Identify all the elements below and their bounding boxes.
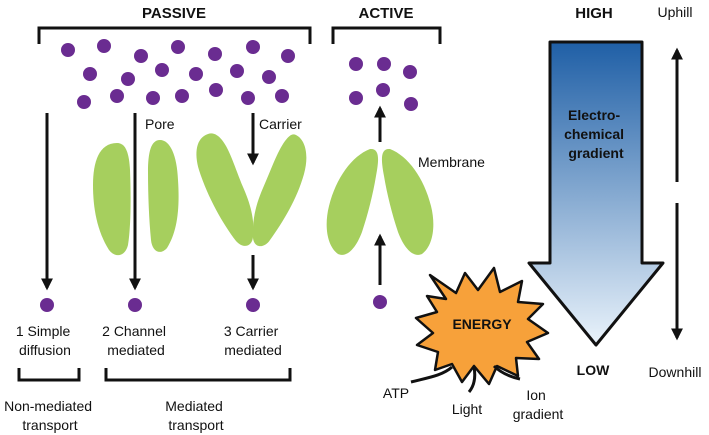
active-header: ACTIVE — [358, 5, 413, 22]
channel-protein — [93, 140, 179, 256]
energy-burst-shape — [414, 266, 550, 386]
molecule — [77, 95, 91, 109]
energy-starburst: ENERGY — [414, 266, 550, 386]
light-label: Light — [452, 401, 482, 417]
carrier-protein — [196, 133, 307, 247]
gradient-line2: chemical — [564, 126, 624, 142]
molecule — [377, 57, 391, 71]
simple-line2: diffusion — [19, 342, 71, 358]
atp-label: ATP — [383, 385, 409, 401]
active-molecules — [349, 57, 418, 111]
ion-line — [492, 364, 521, 381]
non-mediated-line1: Non-mediated — [4, 398, 92, 414]
passive-header: PASSIVE — [142, 5, 206, 22]
pore-label: Pore — [145, 116, 175, 132]
molecule — [281, 49, 295, 63]
molecule — [155, 63, 169, 77]
simple-diffusion-label: 1 Simple diffusion — [16, 323, 74, 358]
active-pump-protein — [326, 148, 434, 255]
channel-mediated-label: 2 Channel mediated — [102, 323, 170, 358]
carrier-left-lobe — [196, 133, 254, 246]
molecule — [83, 67, 97, 81]
non-mediated-bracket — [17, 368, 81, 382]
molecule — [246, 40, 260, 54]
transported-molecules — [40, 295, 387, 312]
molecule — [97, 39, 111, 53]
molecule — [349, 91, 363, 105]
active-bracket — [331, 26, 442, 44]
molecule — [189, 67, 203, 81]
molecule — [40, 298, 54, 312]
pump-left-lobe — [326, 148, 379, 255]
molecule — [241, 91, 255, 105]
carrier-label: Carrier — [259, 116, 302, 132]
molecule — [110, 89, 124, 103]
molecule — [230, 64, 244, 78]
non-mediated-label: Non-mediated transport — [4, 398, 96, 433]
mediated-label: Mediated transport — [165, 398, 226, 433]
molecule — [275, 89, 289, 103]
carrier-line1: 3 Carrier — [224, 323, 279, 339]
membrane-label: Membrane — [418, 154, 485, 170]
molecule — [373, 295, 387, 309]
molecule — [208, 47, 222, 61]
molecule — [134, 49, 148, 63]
gradient-arrow — [527, 40, 665, 347]
pump-right-lobe — [381, 148, 434, 255]
passive-molecules — [61, 39, 295, 109]
carrier-right-lobe — [252, 134, 307, 247]
gradient-line3: gradient — [568, 145, 624, 161]
molecule — [262, 70, 276, 84]
channel-line2: mediated — [107, 342, 165, 358]
molecule — [146, 91, 160, 105]
molecule — [404, 97, 418, 111]
mediated-line1: Mediated — [165, 398, 223, 414]
atp-line — [410, 365, 454, 384]
molecule — [349, 57, 363, 71]
mediated-line2: transport — [168, 417, 223, 433]
molecule — [121, 72, 135, 86]
ion-line2: gradient — [513, 406, 564, 422]
channel-line1: 2 Channel — [102, 323, 166, 339]
channel-left-lobe — [93, 143, 131, 256]
molecule — [246, 298, 260, 312]
molecule — [128, 298, 142, 312]
molecule — [171, 40, 185, 54]
mediated-bracket — [104, 368, 292, 382]
downhill-label: Downhill — [649, 364, 702, 380]
carrier-mediated-label: 3 Carrier mediated — [224, 323, 282, 358]
energy-label: ENERGY — [452, 316, 512, 332]
molecule — [209, 83, 223, 97]
molecule — [403, 65, 417, 79]
passive-bracket — [37, 26, 312, 44]
carrier-line2: mediated — [224, 342, 282, 358]
molecule — [61, 43, 75, 57]
non-mediated-line2: transport — [22, 417, 77, 433]
molecule — [175, 89, 189, 103]
molecule — [376, 83, 390, 97]
low-label: LOW — [577, 362, 610, 378]
light-line — [467, 366, 477, 393]
uphill-label: Uphill — [657, 4, 692, 20]
gradient-line1: Electro- — [568, 107, 620, 123]
ion-gradient-label: Ion gradient — [513, 387, 564, 422]
ion-line1: Ion — [526, 387, 545, 403]
high-label: HIGH — [575, 5, 613, 22]
simple-line1: 1 Simple — [16, 323, 71, 339]
channel-right-lobe — [148, 140, 179, 252]
gradient-label: Electro- chemical gradient — [564, 107, 628, 161]
